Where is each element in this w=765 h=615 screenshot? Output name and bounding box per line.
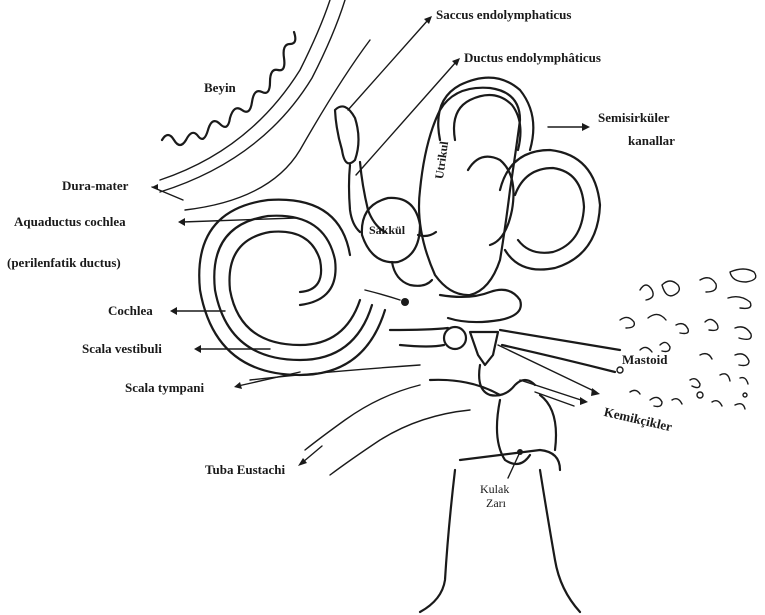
vestibule-lower-wall [440,290,521,322]
leader-scala-tympani [238,372,300,386]
label-scala-vestibuli: Scala vestibuli [82,341,162,356]
semicircular-canal-upper-inner [454,95,520,150]
label-beyin: Beyin [204,80,236,95]
label-kulak-zari-line1: Kulak [480,482,509,497]
external-canal-lower [460,450,560,470]
label-ductus-endolymphaticus: Ductus endolymphâticus [464,50,601,65]
semicircular-canal-lower-inner [515,168,584,253]
dot-kulak-zari [517,449,523,455]
leader-kemikcikler-3 [535,392,574,406]
cochlea-duct-to-vestibule [365,290,400,300]
label-aquaductus-cochlea: Aquaductus cochlea [14,214,126,229]
arrowhead-scala-vestibuli [194,345,201,353]
ossicle-chain [479,365,535,396]
eustachian-tube-lower [330,410,470,475]
external-canal-upper [430,380,556,450]
arrowhead-kemikcikler-1 [591,388,600,396]
saccule-lower-duct [392,262,432,286]
label-semisirkuler-line1: Semisirküler [598,110,670,125]
oval-window [444,327,466,349]
cochlea-outer-spiral [230,232,361,345]
saccus-endolymphaticus-shape [335,106,359,163]
label-kulak-zari-line2: Zarı [486,496,506,511]
leader-kemikcikler-1 [498,345,596,392]
ductus-endolymphaticus-left [349,165,360,232]
semicircular-canal-middle [468,157,514,245]
cochlea-middle-spiral [214,216,372,360]
label-cochlea: Cochlea [108,303,153,318]
arrowhead-dura [152,184,158,190]
label-tuba-eustachi: Tuba Eustachi [205,462,285,477]
utricle-outline [419,88,520,295]
leader-aquaductus [182,218,296,222]
leader-tuba [303,446,322,462]
label-dura-mater: Dura-mater [62,178,128,193]
arrowhead-kemikcikler-2 [580,397,588,405]
arrowhead-aquaductus [178,218,185,226]
arrowhead-cochlea [170,307,177,315]
arrowhead-semisirkuler [582,123,590,131]
label-scala-tympani: Scala tympani [125,380,204,395]
label-perilenfatik-ductus: (perilenfatik ductus) [7,255,121,270]
dura-mater-line-3 [185,40,370,210]
cochlear-window-dot [401,298,409,306]
label-semisirkuler-line2: kanallar [628,133,675,148]
label-saccus-endolymphaticus: Saccus endolymphaticus [436,7,571,22]
label-mastoid: Mastoid [622,352,668,367]
label-sakkul: Sakkül [369,223,405,238]
ossicle-stapes [470,332,498,365]
arrowhead-scala-tympani [234,382,242,389]
leader-saccus [348,20,428,110]
eustachian-tube-upper [305,385,420,450]
mastoid-air-cells [617,269,756,409]
